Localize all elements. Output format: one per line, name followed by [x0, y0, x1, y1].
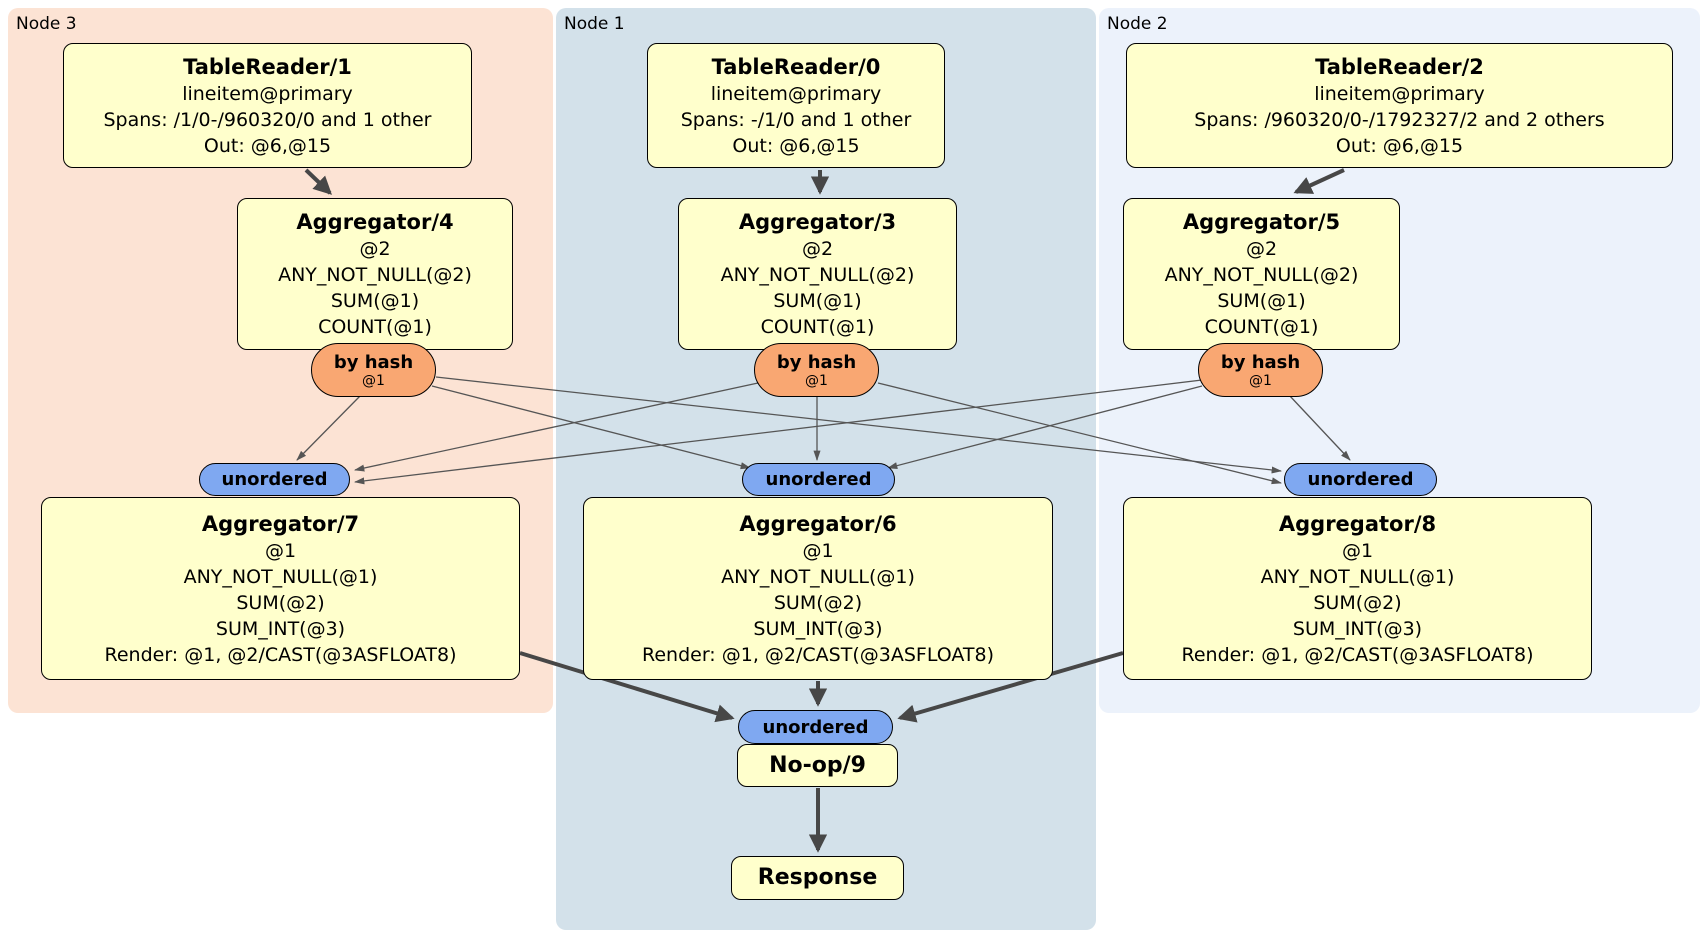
processor-detail: Out: @6,@15: [1335, 134, 1464, 157]
processor-aggregator-8: Aggregator/8 @1 ANY_NOT_NULL(@1) SUM(@2)…: [1123, 497, 1592, 680]
processor-tablereader-0: TableReader/0 lineitem@primary Spans: -/…: [647, 43, 945, 168]
processor-detail: lineitem@primary: [1314, 82, 1485, 105]
router-detail: @1: [1249, 372, 1272, 389]
processor-detail: lineitem@primary: [710, 82, 882, 105]
router-by-hash-node3: by hash @1: [311, 343, 436, 397]
processor-aggregator-7: Aggregator/7 @1 ANY_NOT_NULL(@1) SUM(@2)…: [41, 497, 520, 680]
router-by-hash-node2: by hash @1: [1198, 343, 1323, 397]
router-by-hash-node1: by hash @1: [754, 343, 879, 397]
processor-detail: @1: [1341, 539, 1374, 562]
processor-detail: @1: [264, 539, 297, 562]
processor-detail: ANY_NOT_NULL(@2): [278, 264, 472, 286]
processor-tablereader-2: TableReader/2 lineitem@primary Spans: /9…: [1126, 43, 1673, 168]
processor-response: Response: [731, 856, 904, 900]
processor-detail: Render: @1, @2/CAST(@3ASFLOAT8): [104, 643, 457, 666]
processor-detail: ANY_NOT_NULL(@1): [1260, 565, 1455, 588]
processor-detail: Spans: /960320/0-/1792327/2 and 2 others: [1194, 108, 1605, 131]
processor-title: TableReader/1: [183, 54, 352, 79]
processor-title: TableReader/2: [1315, 54, 1484, 79]
processor-title: Aggregator/4: [296, 210, 454, 234]
processor-detail: @2: [801, 238, 834, 260]
processor-detail: @2: [359, 238, 391, 260]
processor-noop-9: No-op/9: [737, 744, 898, 787]
processor-aggregator-4: Aggregator/4 @2 ANY_NOT_NULL(@2) SUM(@1)…: [237, 198, 513, 350]
processor-tablereader-1: TableReader/1 lineitem@primary Spans: /1…: [63, 43, 472, 168]
processor-detail: ANY_NOT_NULL(@2): [1164, 264, 1359, 286]
processor-detail: SUM(@2): [773, 591, 863, 614]
processor-detail: ANY_NOT_NULL(@1): [183, 565, 378, 588]
router-detail: @1: [805, 372, 828, 389]
router-detail: @1: [362, 372, 385, 389]
processor-title: TableReader/0: [711, 54, 881, 79]
processor-aggregator-6: Aggregator/6 @1 ANY_NOT_NULL(@1) SUM(@2)…: [583, 497, 1053, 680]
processor-detail: SUM_INT(@3): [753, 617, 883, 640]
router-label: by hash: [776, 351, 857, 373]
processor-detail: SUM_INT(@3): [215, 617, 346, 640]
region-label-node-3: Node 3: [16, 14, 77, 34]
processor-aggregator-5: Aggregator/5 @2 ANY_NOT_NULL(@2) SUM(@1)…: [1123, 198, 1400, 350]
processor-detail: SUM(@2): [236, 591, 325, 614]
processor-title: No-op/9: [769, 752, 866, 778]
processor-detail: COUNT(@1): [1204, 316, 1319, 338]
processor-detail: ANY_NOT_NULL(@2): [720, 264, 915, 286]
region-label-node-2: Node 2: [1107, 14, 1168, 34]
processor-detail: Out: @6,@15: [732, 134, 860, 157]
processor-detail: Spans: /1/0-/960320/0 and 1 other: [103, 108, 432, 131]
processor-detail: SUM(@2): [1313, 591, 1402, 614]
processor-detail: Render: @1, @2/CAST(@3ASFLOAT8): [642, 643, 994, 666]
processor-detail: Spans: -/1/0 and 1 other: [680, 108, 912, 131]
processor-title: Aggregator/8: [1278, 511, 1437, 536]
processor-detail: SUM(@1): [330, 290, 420, 312]
router-label: by hash: [1220, 351, 1301, 373]
processor-detail: ANY_NOT_NULL(@1): [721, 565, 915, 588]
processor-title: Response: [757, 865, 878, 890]
processor-detail: Render: @1, @2/CAST(@3ASFLOAT8): [1181, 643, 1534, 666]
processor-detail: COUNT(@1): [760, 316, 875, 338]
sync-unordered-node1: unordered: [742, 463, 895, 496]
processor-title: Aggregator/3: [738, 210, 897, 234]
router-label: by hash: [333, 351, 414, 373]
region-label-node-1: Node 1: [564, 14, 625, 34]
processor-detail: COUNT(@1): [318, 316, 432, 338]
processor-title: Aggregator/7: [201, 511, 360, 536]
sync-unordered-node2: unordered: [1284, 463, 1437, 496]
processor-detail: SUM(@1): [773, 290, 862, 312]
processor-title: Aggregator/6: [739, 511, 897, 536]
processor-detail: SUM_INT(@3): [1292, 617, 1423, 640]
processor-aggregator-3: Aggregator/3 @2 ANY_NOT_NULL(@2) SUM(@1)…: [678, 198, 957, 350]
processor-detail: @2: [1245, 238, 1278, 260]
processor-detail: Out: @6,@15: [203, 134, 332, 157]
sync-unordered-final: unordered: [738, 710, 893, 744]
processor-detail: @1: [802, 539, 834, 562]
processor-detail: SUM(@1): [1217, 290, 1306, 312]
processor-title: Aggregator/5: [1182, 210, 1341, 234]
processor-detail: lineitem@primary: [182, 82, 353, 105]
sync-unordered-node3: unordered: [199, 463, 350, 496]
